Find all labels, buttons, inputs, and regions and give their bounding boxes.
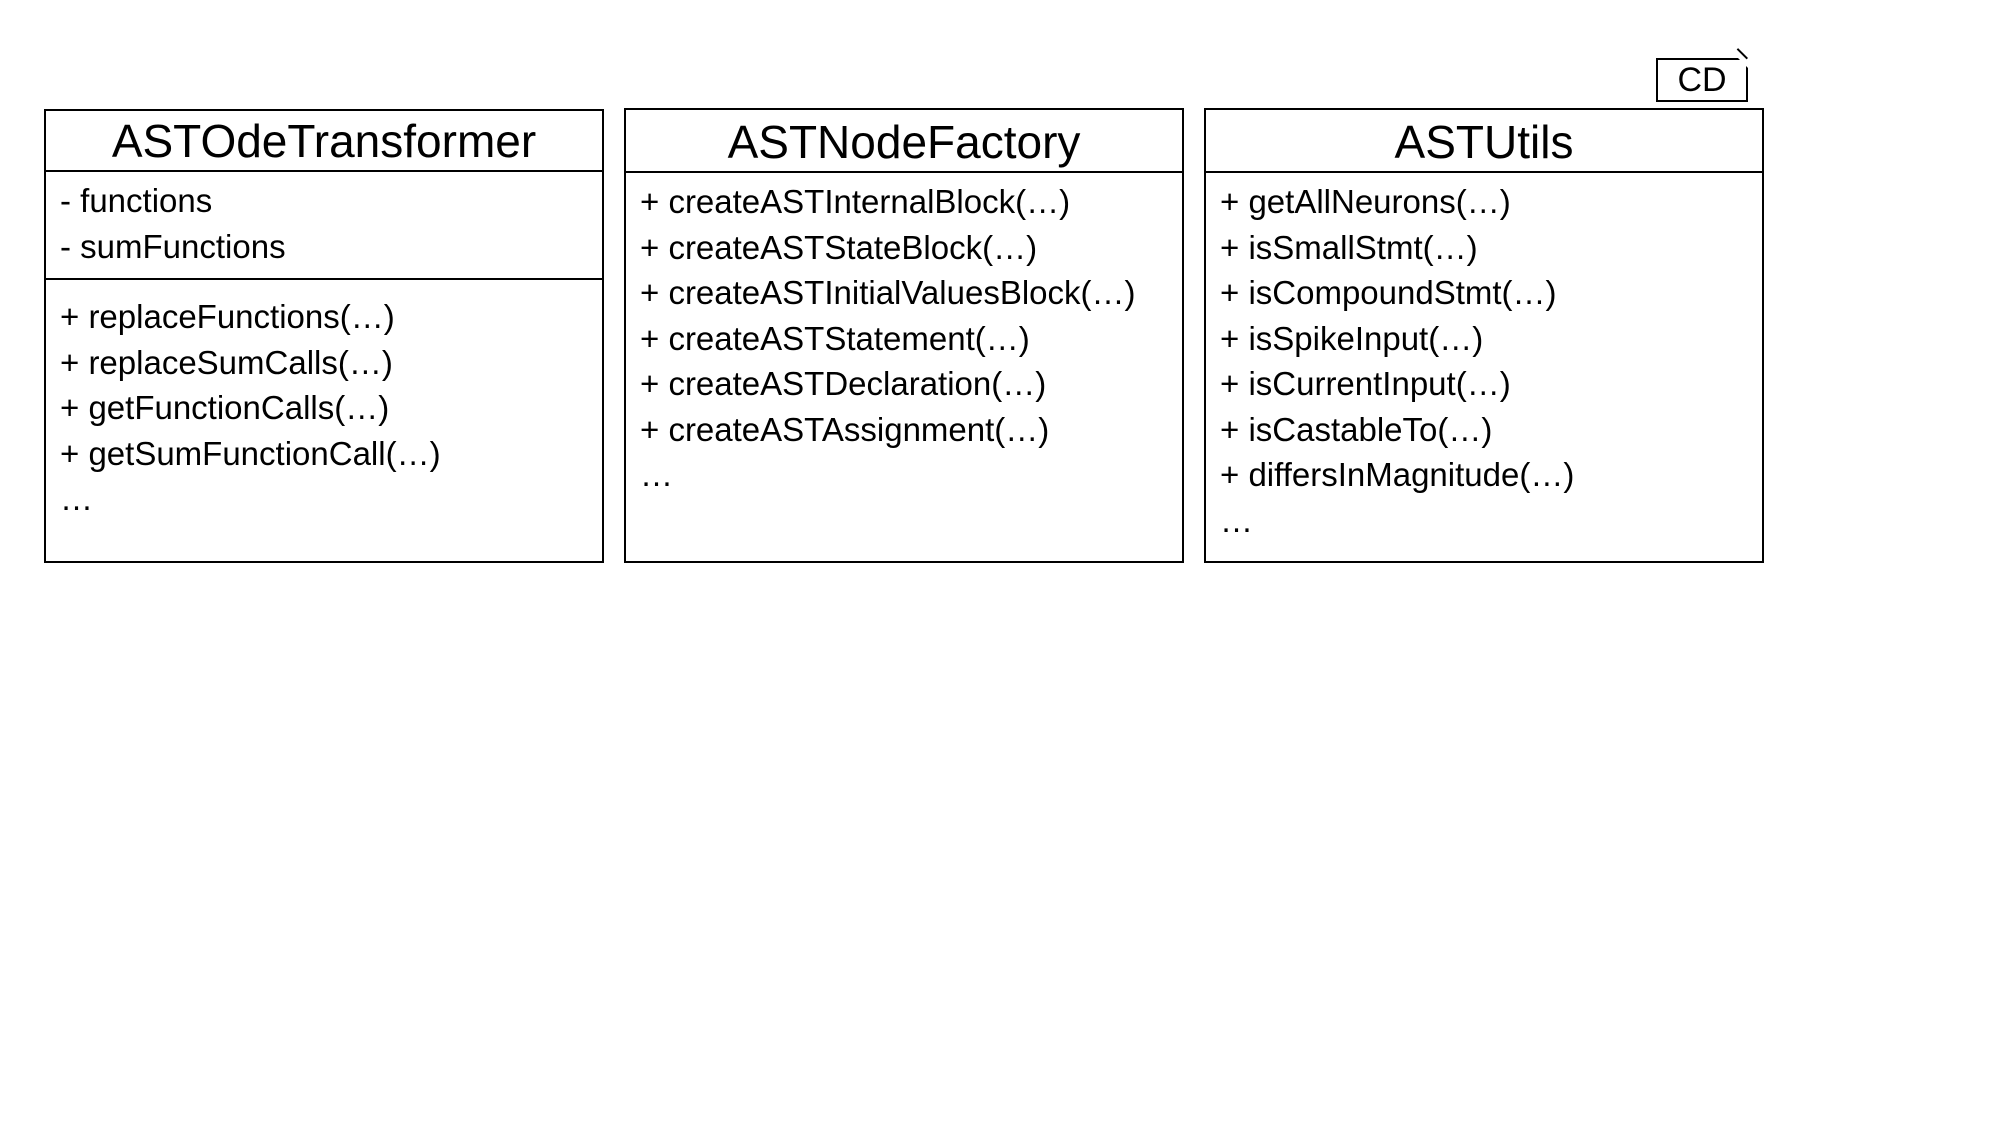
class-name: ASTNodeFactory — [626, 110, 1182, 173]
diagram-type-label: CD — [1677, 61, 1727, 99]
method: + getSumFunctionCall(…) — [60, 434, 441, 472]
tag-folded-corner — [1738, 58, 1748, 68]
class-box-astnodefactory: ASTNodeFactory + createASTInternalBlock(… — [624, 108, 1184, 563]
class-name: ASTOdeTransformer — [46, 111, 602, 172]
method: + getAllNeurons(…) — [1220, 183, 1511, 220]
method: + isCastableTo(…) — [1220, 410, 1493, 448]
method-ellipsis: … — [1220, 501, 1253, 539]
class-box-astutils: ASTUtils + getAllNeurons(…) + isSmallStm… — [1204, 108, 1764, 563]
attribute: - functions — [60, 182, 213, 219]
methods-compartment: + getAllNeurons(…) + isSmallStmt(…) + is… — [1206, 173, 1762, 543]
method: + createASTAssignment(…) — [640, 410, 1050, 448]
method: + createASTStatement(…) — [640, 319, 1030, 357]
method: + createASTStateBlock(…) — [640, 228, 1038, 266]
attribute: - sumFunctions — [60, 227, 286, 265]
attributes-compartment: - functions - sumFunctions — [46, 172, 602, 280]
diagram-type-tag: CD — [1656, 48, 1748, 102]
method: + createASTDeclaration(…) — [640, 365, 1047, 402]
method: + getFunctionCalls(…) — [60, 389, 390, 426]
methods-compartment: + replaceFunctions(…) + replaceSumCalls(… — [46, 280, 602, 522]
class-box-astodetransformer: ASTOdeTransformer - functions - sumFunct… — [44, 109, 604, 563]
class-name: ASTUtils — [1206, 110, 1762, 173]
method: + isCompoundStmt(…) — [1220, 274, 1557, 311]
method: + isSpikeInput(…) — [1220, 319, 1484, 357]
method: + replaceFunctions(…) — [60, 298, 395, 335]
method: + createASTInternalBlock(…) — [640, 183, 1071, 220]
method: + isCurrentInput(…) — [1220, 365, 1511, 402]
method: + createASTInitialValuesBlock(…) — [640, 274, 1136, 311]
method: + differsInMagnitude(…) — [1220, 456, 1575, 493]
method-ellipsis: … — [60, 480, 93, 517]
method-ellipsis: … — [640, 456, 673, 493]
methods-compartment: + createASTInternalBlock(…) + createASTS… — [626, 173, 1182, 498]
method: + isSmallStmt(…) — [1220, 228, 1478, 266]
method: + replaceSumCalls(…) — [60, 343, 393, 381]
